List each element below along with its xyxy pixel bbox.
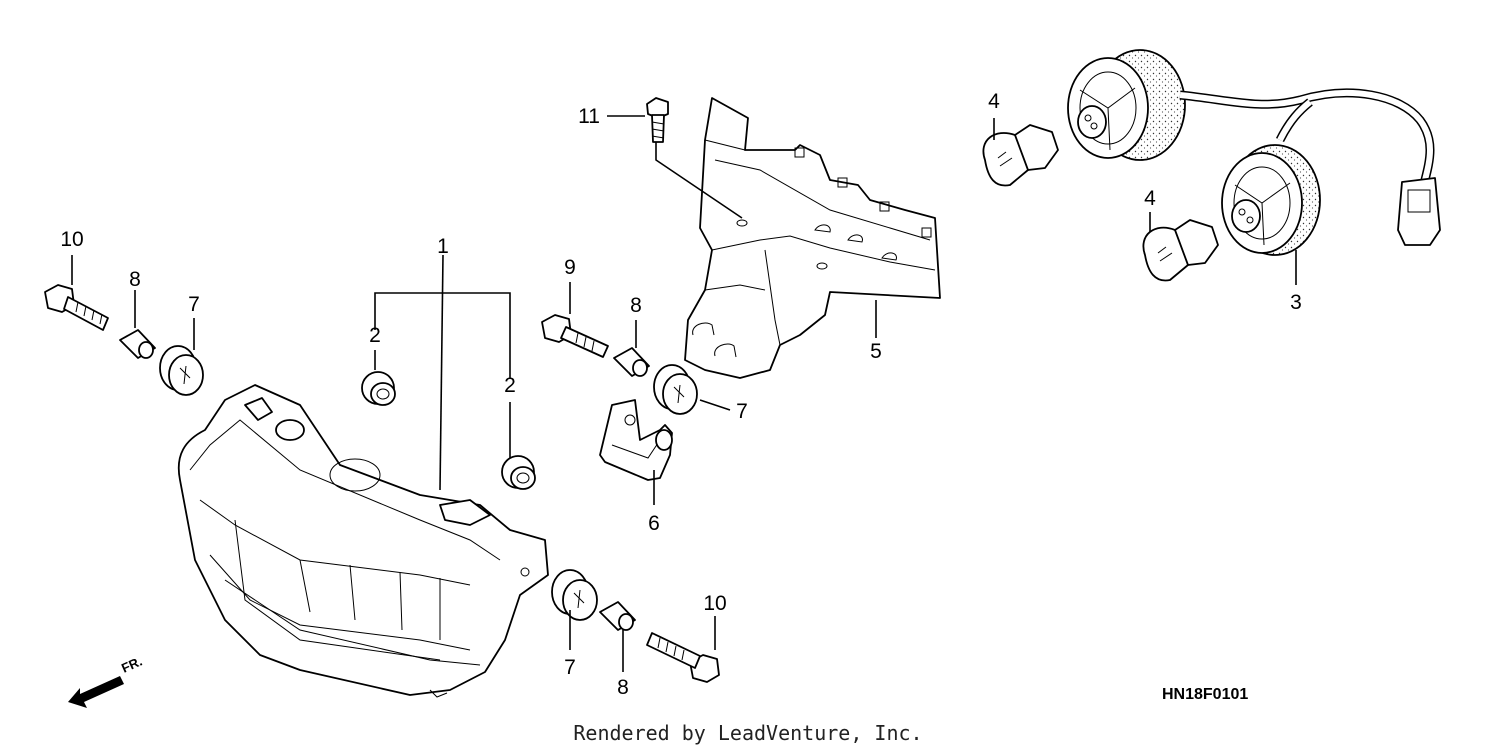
bolt-right[interactable]	[646, 632, 720, 683]
bushing-upper[interactable]	[361, 371, 396, 406]
callout-4-upper: 4	[988, 90, 1000, 113]
callout-5: 5	[870, 340, 882, 363]
callout-3: 3	[1290, 291, 1302, 314]
socket-harness[interactable]	[1067, 49, 1441, 256]
drawing-code: HN18F0101	[1162, 686, 1248, 703]
callout-10-right: 10	[703, 592, 726, 615]
callout-7-left: 7	[188, 293, 200, 316]
callout-8-mid: 8	[630, 294, 642, 317]
bolt-mid[interactable]	[541, 314, 609, 358]
bracket[interactable]	[684, 97, 941, 379]
callout-2-upper: 2	[369, 324, 381, 347]
callout-7-mid: 7	[736, 400, 748, 423]
render-credit: Rendered by LeadVenture, Inc.	[573, 721, 922, 745]
grommet-lower[interactable]	[551, 569, 598, 621]
bushing-lower[interactable]	[501, 455, 536, 490]
grommet-mid[interactable]	[653, 364, 698, 415]
leader-lines	[71, 115, 1297, 672]
headlight-assembly[interactable]	[177, 384, 549, 698]
collar-lower[interactable]	[599, 601, 636, 631]
callout-8-lower: 8	[617, 676, 629, 699]
bulb-lower[interactable]	[1142, 219, 1219, 282]
mount-bracket[interactable]	[599, 399, 673, 481]
callout-9: 9	[564, 256, 576, 279]
callout-6: 6	[648, 512, 660, 535]
bolt-top[interactable]	[646, 97, 669, 143]
callout-10-left: 10	[60, 228, 83, 251]
callout-7-lower: 7	[564, 656, 576, 679]
collar-left[interactable]	[119, 329, 156, 359]
bulb-upper[interactable]	[982, 124, 1059, 187]
front-direction-label: FR.	[119, 654, 144, 676]
callout-4-lower: 4	[1144, 187, 1156, 210]
callout-11: 11	[578, 105, 600, 128]
callout-8-left: 8	[129, 268, 141, 291]
bolt-left[interactable]	[44, 284, 109, 331]
collar-mid[interactable]	[613, 347, 650, 377]
grommet-left[interactable]	[159, 345, 204, 396]
callout-2-lower: 2	[504, 374, 516, 397]
front-direction-arrow-icon: FR.	[68, 654, 144, 708]
callout-1: 1	[437, 235, 449, 258]
callouts: 1 2 2 3 4 4 5 6 7 7 7 8 8 8 9 10 10 11	[60, 90, 1302, 699]
